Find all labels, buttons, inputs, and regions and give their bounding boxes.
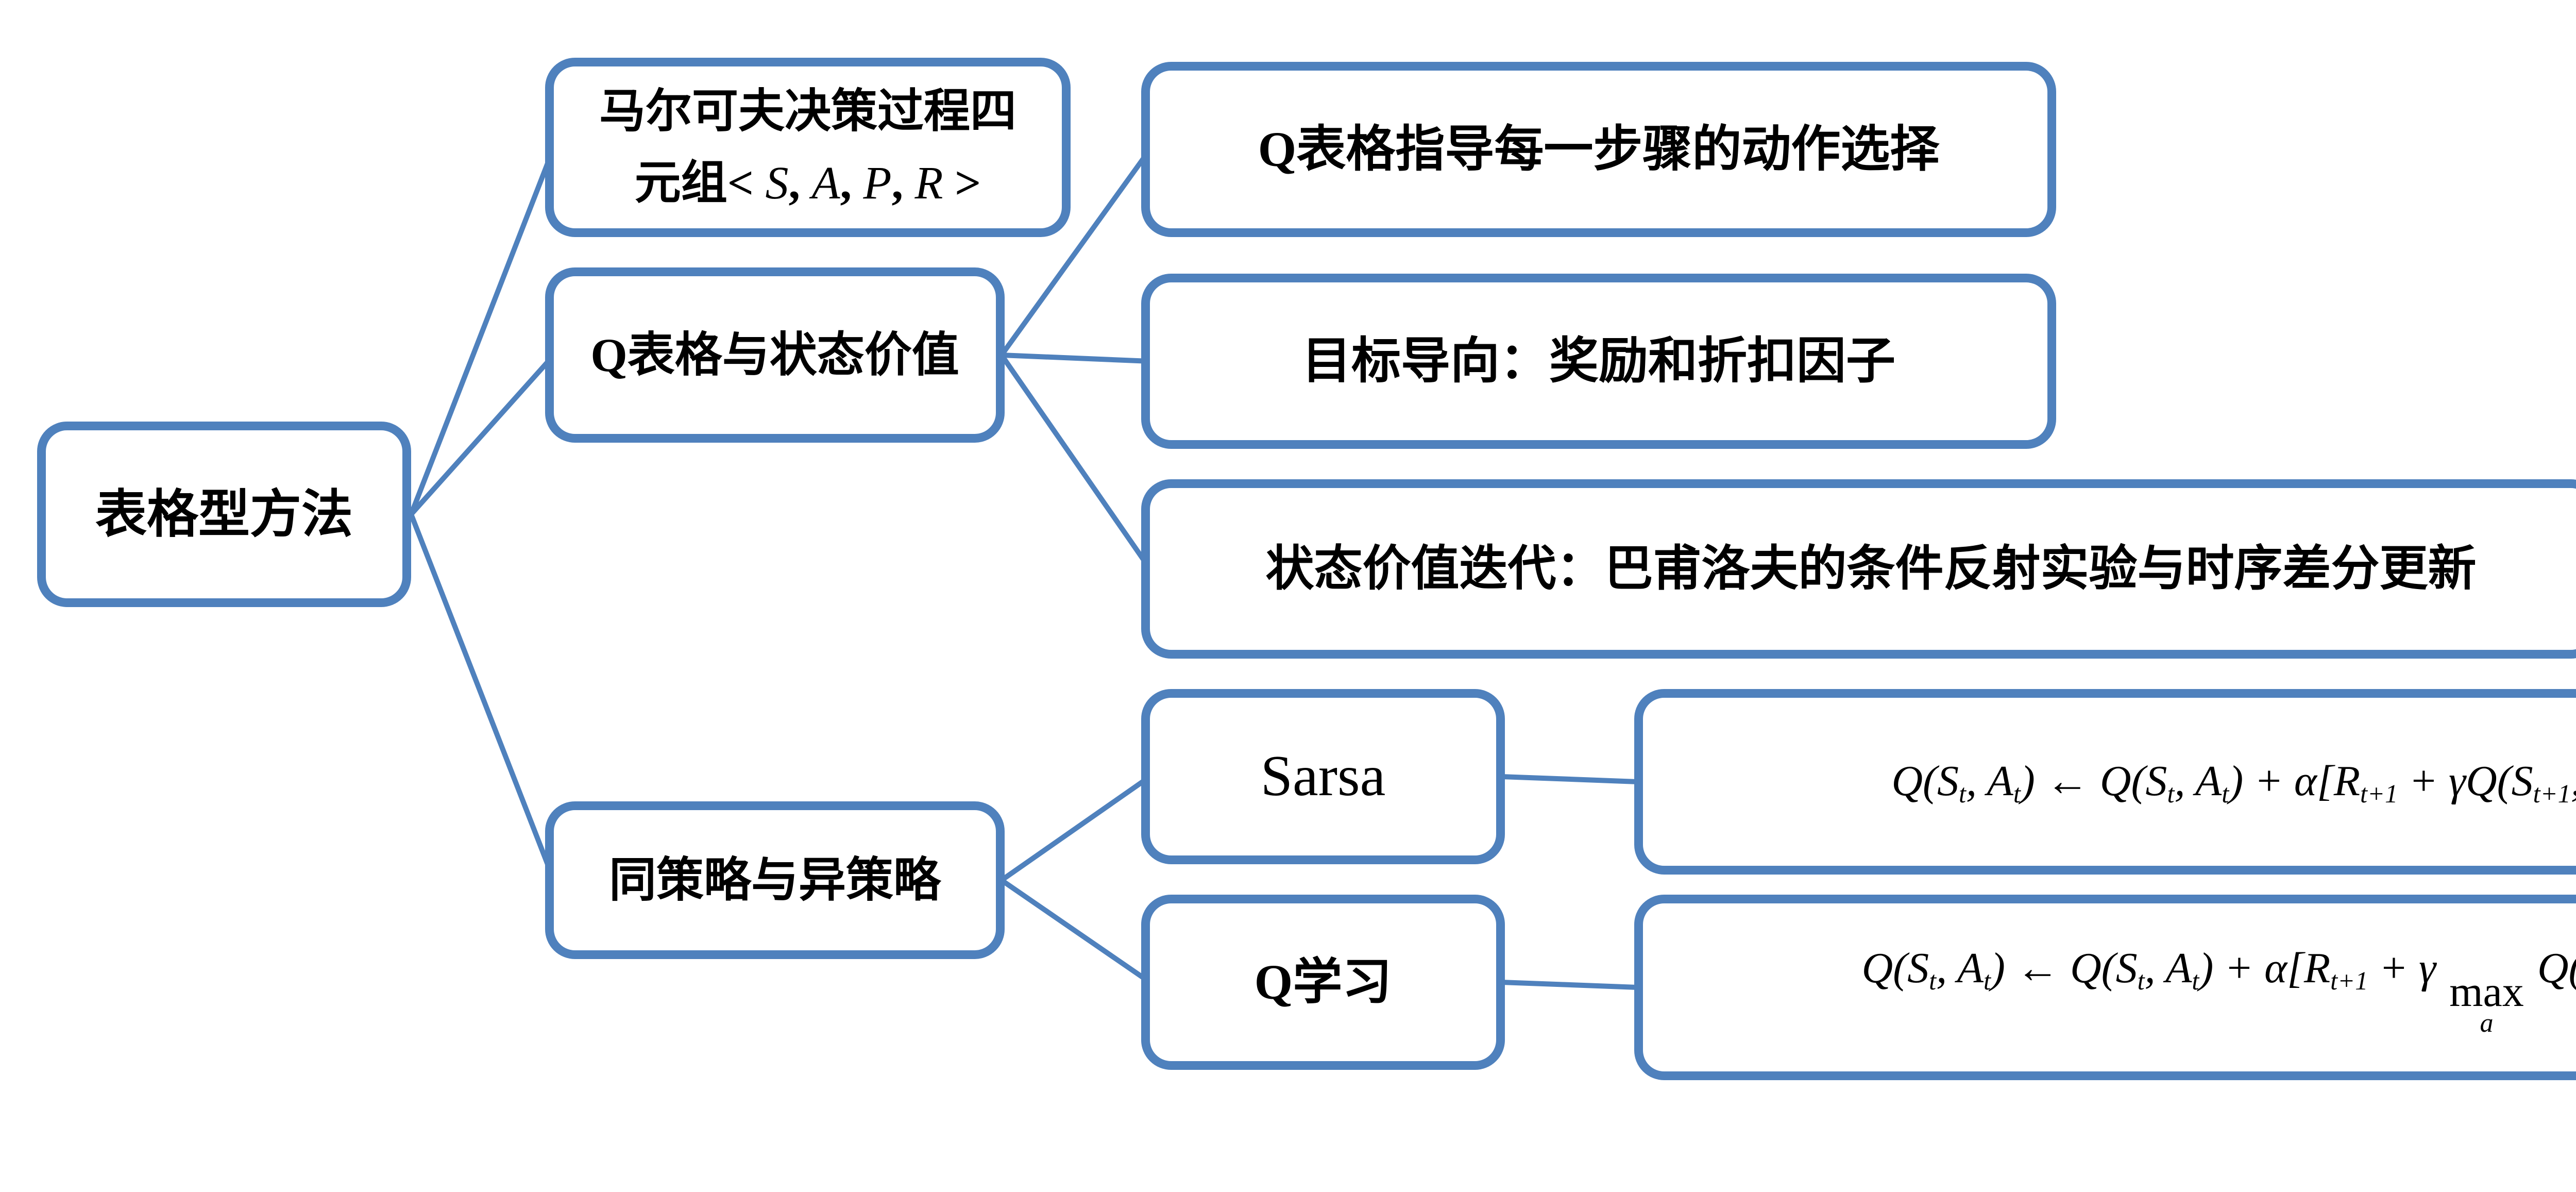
connector-policy-to-qlearning xyxy=(1000,878,1151,985)
node-sarsa-update-formula: Q(St, At) ← Q(St, At) + α[Rt+1 + γQ(St+1… xyxy=(1634,689,2576,875)
connector-policy-to-sarsa xyxy=(1000,774,1151,883)
node-onpolicy-offpolicy: 同策略与异策略 xyxy=(545,801,1005,959)
node-qtable-guides-actions: Q表格指导每一步骤的动作选择 xyxy=(1141,62,2056,237)
node-goal-oriented-label: 目标导向：奖励和折扣因子 xyxy=(1302,333,1895,389)
connector-root-to-mdp xyxy=(409,146,556,515)
node-mdp-tuple-line2: 元组< S, A, P, R > xyxy=(634,158,981,209)
node-mdp-tuple-line1: 马尔可夫决策过程四 xyxy=(599,86,1016,137)
node-goal-oriented: 目标导向：奖励和折扣因子 xyxy=(1141,274,2056,449)
node-sarsa-label: Sarsa xyxy=(1260,744,1386,809)
node-state-value-iteration-label: 状态价值迭代：巴甫洛夫的条件反射实验与时序差分更新 xyxy=(1265,542,2477,596)
connector-qtable-to-qguides xyxy=(999,148,1153,357)
node-onpolicy-offpolicy-label: 同策略与异策略 xyxy=(608,853,941,906)
connector-qtable-to-goal xyxy=(1001,352,1150,364)
connector-qtable-to-valueiter xyxy=(999,354,1153,570)
connector-root-to-policy xyxy=(409,513,556,881)
connector-root-to-qtable xyxy=(409,353,556,516)
node-tabular-methods-label: 表格型方法 xyxy=(95,485,353,543)
node-state-value-iteration: 状态价值迭代：巴甫洛夫的条件反射实验与时序差分更新 xyxy=(1141,479,2576,659)
node-qtable-guides-actions-label: Q表格指导每一步骤的动作选择 xyxy=(1258,122,1940,177)
node-sarsa: Sarsa xyxy=(1141,689,1505,864)
node-tabular-methods: 表格型方法 xyxy=(37,422,411,607)
node-qlearning-label: Q学习 xyxy=(1254,954,1392,1010)
node-qtable-state-value-label: Q表格与状态价值 xyxy=(590,328,959,381)
node-qtable-state-value: Q表格与状态价值 xyxy=(545,267,1005,443)
sarsa-update-formula: Q(St, At) ← Q(St, At) + α[Rt+1 + γQ(St+1… xyxy=(1891,757,2576,809)
node-mdp-tuple: 马尔可夫决策过程四 元组< S, A, P, R > xyxy=(545,58,1071,237)
node-qlearning: Q学习 xyxy=(1141,895,1505,1070)
connector-sarsa-to-formula xyxy=(1501,774,1639,784)
connector-qlearning-to-formula xyxy=(1501,980,1639,990)
